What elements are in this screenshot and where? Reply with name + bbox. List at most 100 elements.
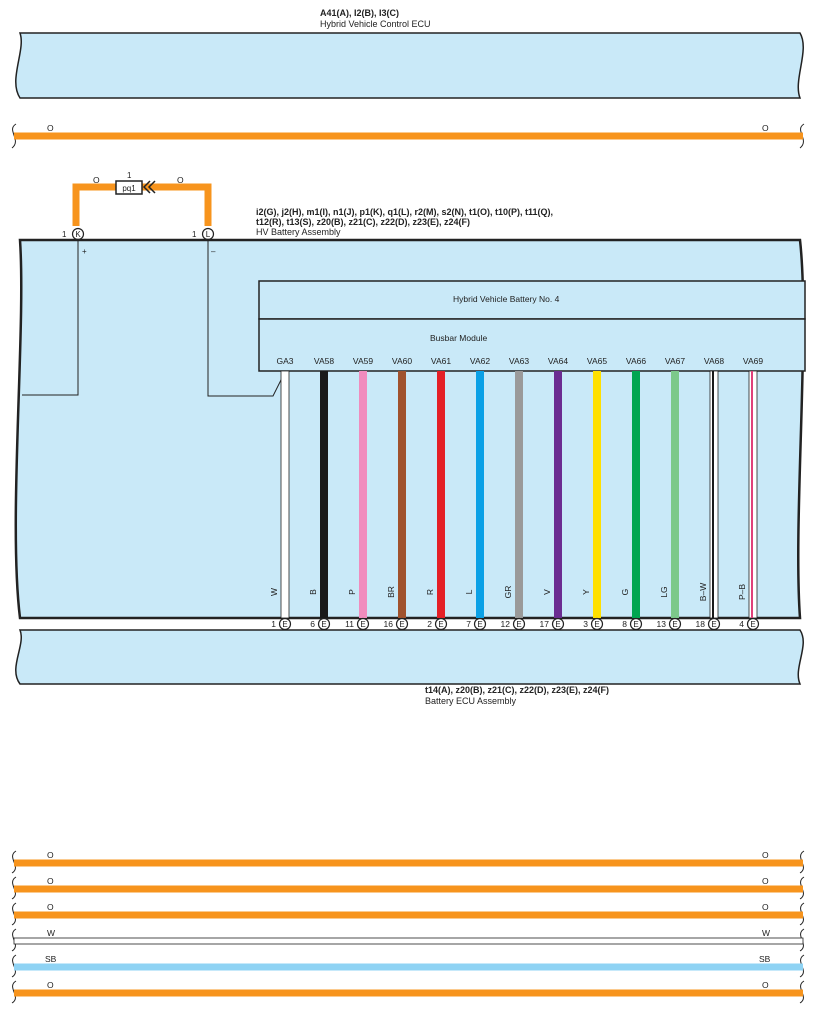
bottom-wire-left-label: O [47, 876, 54, 886]
pin-k-letter: K [75, 230, 81, 239]
terminal-pin-number: 8 [622, 619, 627, 629]
terminal-pin-number: 2 [427, 619, 432, 629]
bottom-wire-left-label: W [47, 928, 55, 938]
hv-battery-connectors-1: i2(G), j2(H), m1(I), n1(J), p1(K), q1(L)… [256, 207, 553, 217]
busbar-module-label: Busbar Module [430, 333, 487, 343]
wire-color-label: GR [503, 586, 513, 599]
terminal-connector-letter: E [282, 620, 287, 629]
terminal-connector-letter: E [555, 620, 560, 629]
battery-ecu-box [15, 629, 804, 685]
busbar-module-box [258, 318, 806, 372]
battery-no4-label: Hybrid Vehicle Battery No. 4 [453, 294, 560, 304]
hv-ecu-connectors: A41(A), I2(B), I3(C) [320, 8, 399, 18]
bottom-wire-left-label: O [47, 902, 54, 912]
terminal-pin-number: 7 [466, 619, 471, 629]
wire-va67 [671, 371, 679, 618]
terminal-connector-letter: E [711, 620, 716, 629]
hv-battery-name: HV Battery Assembly [256, 227, 341, 237]
terminal-connector-letter: E [438, 620, 443, 629]
wire-color-label: Y [581, 589, 591, 595]
wire-color-label: V [542, 589, 552, 595]
pq1-left-color: O [93, 175, 100, 185]
terminal-connector-letter: E [516, 620, 521, 629]
bottom-wire-left-label: O [47, 980, 54, 990]
hv-ecu-name: Hybrid Vehicle Control ECU [320, 19, 431, 29]
terminal-name-top: GA3 [276, 356, 293, 366]
top-orange-wire: O O [11, 123, 805, 149]
terminal-name-top: VA69 [743, 356, 763, 366]
wire-va62 [476, 371, 484, 618]
terminal-pin-number: 3 [583, 619, 588, 629]
pq1-circuit: pq1 1 O O 1 K 1 L [62, 171, 215, 241]
wire-va61 [437, 371, 445, 618]
terminal-pin-number: 17 [540, 619, 550, 629]
terminal-pin-number: 1 [271, 619, 276, 629]
terminal-connector-letter: E [399, 620, 404, 629]
terminal-name-top: VA67 [665, 356, 685, 366]
terminal-connector-letter: E [594, 620, 599, 629]
terminal-name-top: VA61 [431, 356, 451, 366]
terminal-connector-letter: E [321, 620, 326, 629]
pq1-connector [115, 180, 143, 195]
terminal-connector-letter: E [360, 620, 365, 629]
pq1-pin-number: 1 [127, 171, 132, 180]
bottom-wire-right-label: W [762, 928, 770, 938]
terminal-name-top: VA66 [626, 356, 646, 366]
hv-battery-connectors-2: t12(R), t13(S), z20(B), z21(C), z22(D), … [256, 217, 470, 227]
plus-sign: + [82, 247, 87, 256]
battery-no4-box [258, 280, 806, 320]
wire-va64 [554, 371, 562, 618]
pin-l-letter: L [206, 230, 211, 239]
terminal-pin-number: 12 [501, 619, 511, 629]
wire-va59 [359, 371, 367, 618]
terminal-pin-number: 16 [384, 619, 394, 629]
terminal-name-top: VA62 [470, 356, 490, 366]
pin-k-number: 1 [62, 230, 67, 239]
pq1-right-color: O [177, 175, 184, 185]
wire-color-label: B [308, 589, 318, 595]
internal-wire-l [207, 240, 286, 397]
wire-va65 [593, 371, 601, 618]
terminal-name-top: VA59 [353, 356, 373, 366]
terminal-name-top: VA65 [587, 356, 607, 366]
bottom-wire-right-label: O [762, 902, 769, 912]
wire-color-label: G [620, 589, 630, 596]
wire-color-label: L [464, 589, 474, 594]
wire-color-label: B–W [698, 583, 708, 601]
wire-va58 [320, 371, 328, 618]
terminal-pin-number: 18 [696, 619, 706, 629]
pq1-label: pq1 [122, 184, 136, 193]
battery-ecu-connectors: t14(A), z20(B), z21(C), z22(D), z23(E), … [425, 685, 609, 695]
terminal-pin-number: 11 [345, 619, 354, 629]
hv-ecu-box [15, 32, 804, 99]
terminal-connector-letter: E [672, 620, 677, 629]
wire-va60 [398, 371, 406, 618]
pin-l-number: 1 [192, 230, 197, 239]
terminal-pin-number: 13 [657, 619, 667, 629]
wire-color-label: R [425, 589, 435, 595]
minus-sign: – [211, 247, 216, 256]
wire-va66 [632, 371, 640, 618]
bottom-wire-right-label: O [762, 876, 769, 886]
battery-ecu-name: Battery ECU Assembly [425, 696, 517, 706]
wire-ga3 [280, 370, 290, 619]
terminal-name-top: VA63 [509, 356, 529, 366]
terminal-connector-letter: E [750, 620, 755, 629]
bottom-wire-left-label: O [47, 850, 54, 860]
bottom-wire-right-label: O [762, 980, 769, 990]
bottom-wire-left-label: SB [45, 954, 57, 964]
terminal-name-top: VA60 [392, 356, 412, 366]
terminal-pin-number: 4 [739, 619, 744, 629]
terminal-name-top: VA68 [704, 356, 724, 366]
terminal-connector-letter: E [633, 620, 638, 629]
internal-wire-k [22, 240, 79, 396]
wire-color-left: O [47, 123, 54, 133]
wire-color-label: P–B [737, 584, 747, 600]
wire-va63 [515, 371, 523, 618]
